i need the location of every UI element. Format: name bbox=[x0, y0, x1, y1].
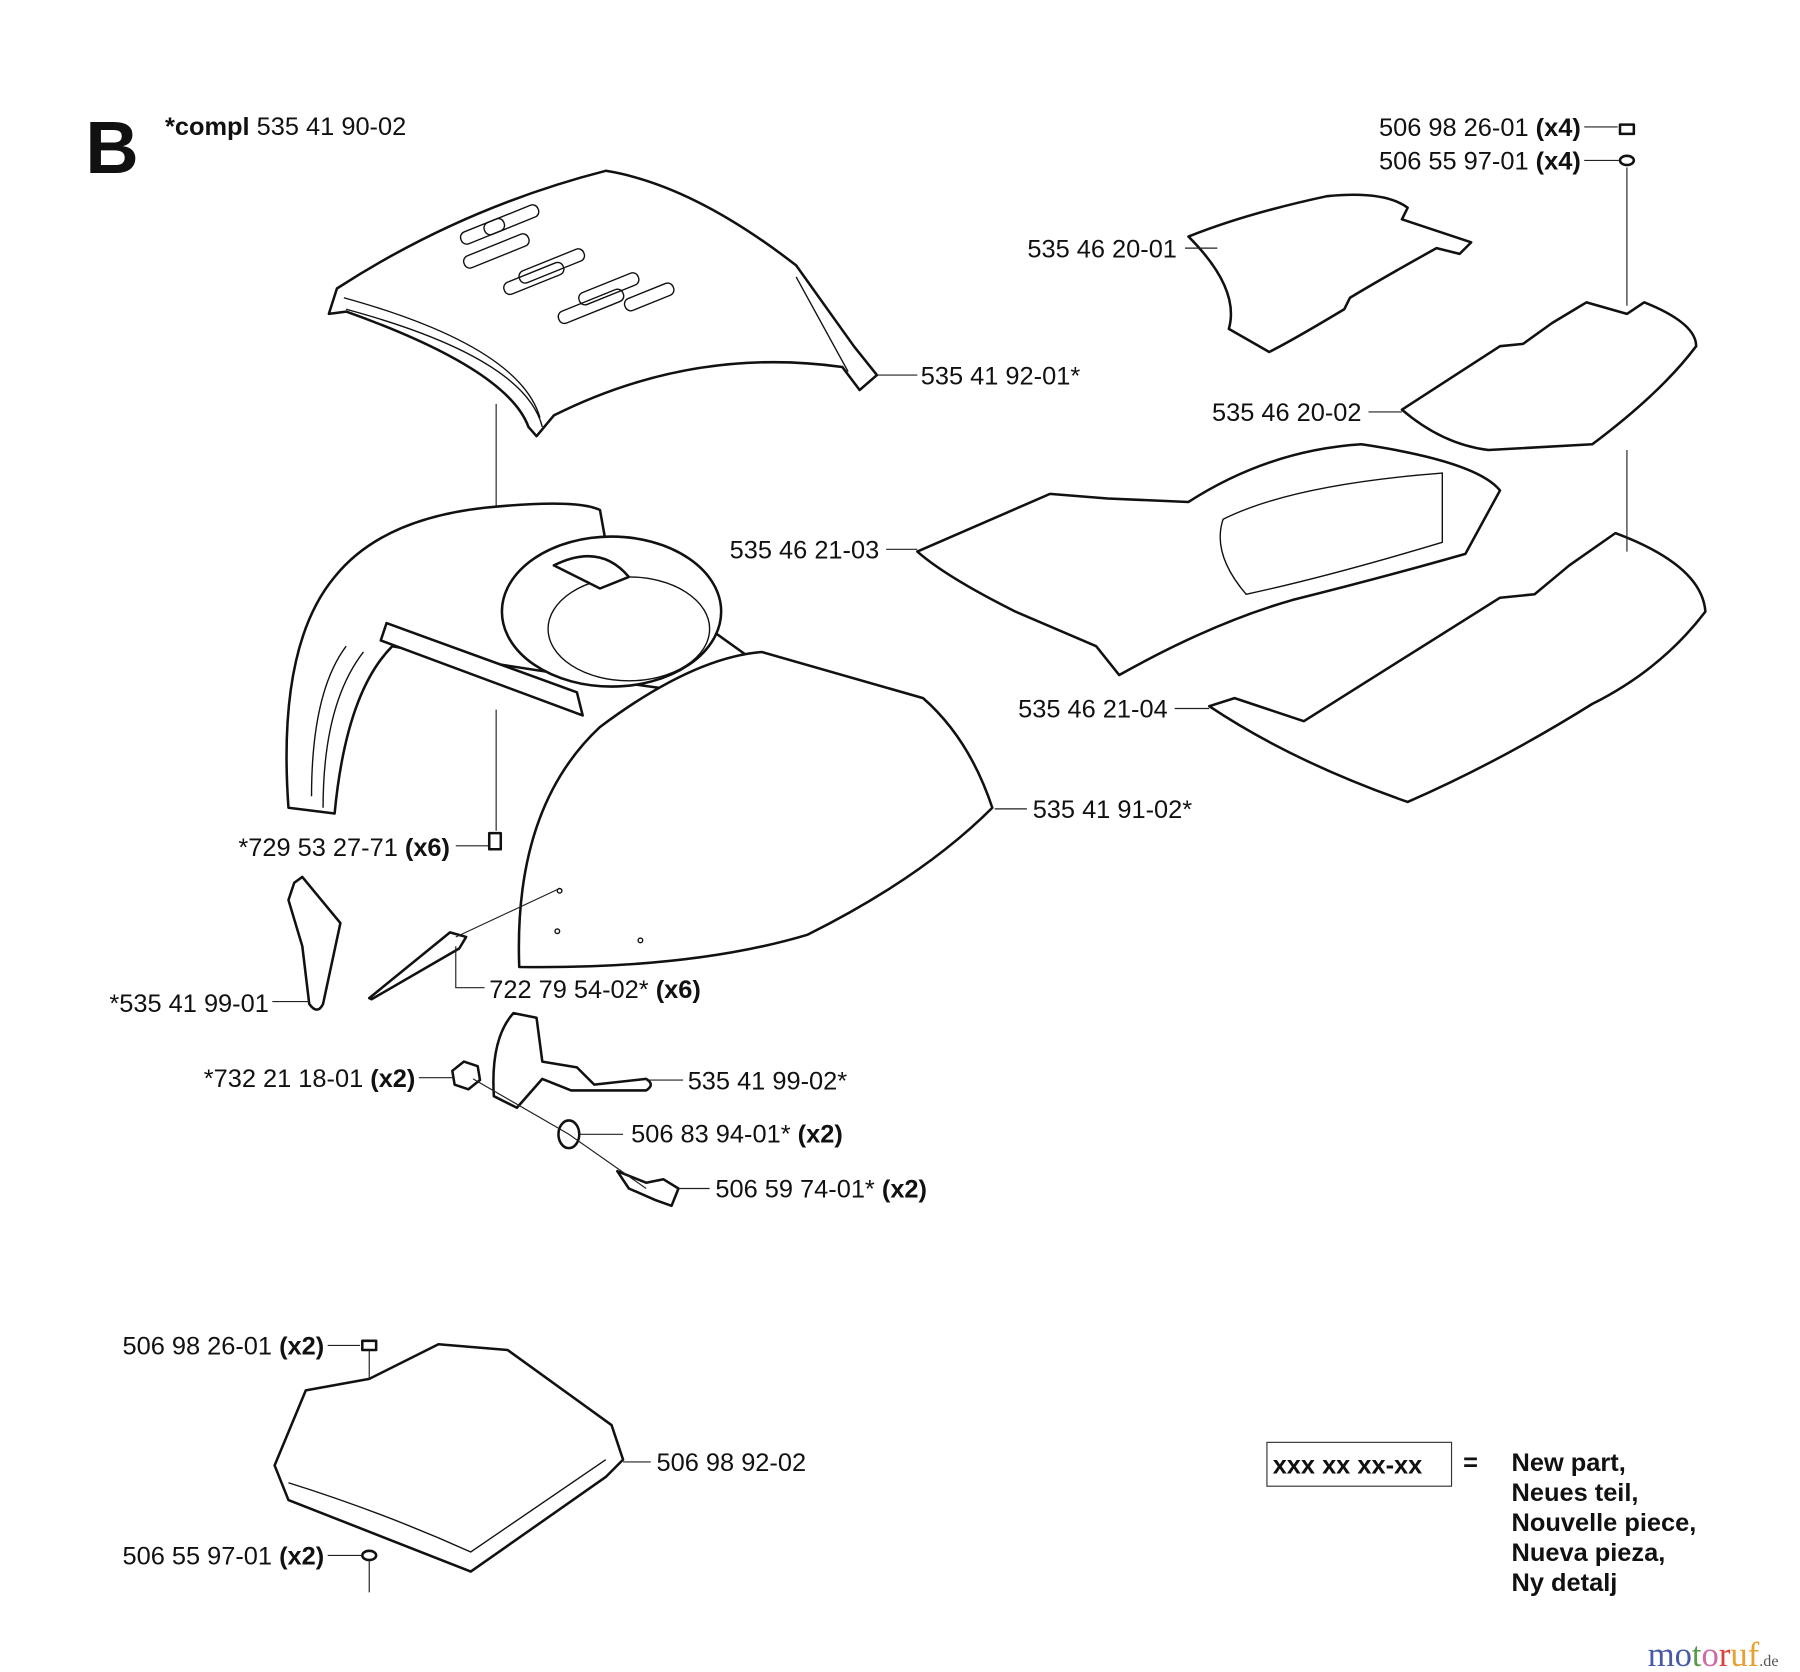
screw-icon bbox=[487, 831, 503, 851]
part-label: 506 83 94-01* (x2) bbox=[631, 1120, 843, 1148]
part-labels: 535 41 92-01* *729 53 27-71 (x6) *535 41… bbox=[109, 114, 1580, 1570]
mat-535-46-20-02 bbox=[1400, 301, 1698, 452]
legend-placeholder: xxx xx xx-xx bbox=[1273, 1452, 1423, 1480]
part-label: 535 41 91-02* bbox=[1033, 796, 1193, 824]
part-label: 506 98 92-02 bbox=[657, 1449, 807, 1477]
bracket-right bbox=[492, 1011, 653, 1109]
legend-line: Nouvelle piece, bbox=[1512, 1509, 1697, 1537]
part-label: 506 59 74-01* (x2) bbox=[715, 1176, 927, 1204]
legend-line: New part, bbox=[1512, 1449, 1626, 1477]
part-label: *535 41 99-01 bbox=[109, 990, 268, 1018]
screw-icon bbox=[361, 1339, 378, 1352]
nut-icon bbox=[451, 1060, 482, 1091]
box-cover bbox=[273, 1342, 625, 1573]
part-label: 535 41 99-02* bbox=[688, 1067, 848, 1095]
front-cover bbox=[517, 650, 994, 969]
mat-535-46-20-01 bbox=[1187, 193, 1473, 354]
legend-box bbox=[1266, 1441, 1453, 1487]
legend: xxx xx xx-xx = New part, Neues teil, Nou… bbox=[1266, 1441, 1697, 1597]
part-label: *732 21 18-01 (x2) bbox=[204, 1065, 416, 1093]
legend-line: Neues teil, bbox=[1512, 1479, 1639, 1507]
legend-line: Nueva pieza, bbox=[1512, 1539, 1666, 1567]
watermark-logo: motoruf.de bbox=[1648, 1636, 1779, 1672]
screw-icon bbox=[1618, 123, 1636, 136]
section-letter: B bbox=[85, 106, 138, 189]
part-label: 506 55 97-01 (x4) bbox=[1379, 148, 1581, 176]
part-label: 506 98 26-01 (x2) bbox=[122, 1333, 324, 1361]
fender-body bbox=[285, 502, 752, 815]
part-label: 535 46 21-03 bbox=[730, 537, 880, 565]
part-label: 506 55 97-01 (x2) bbox=[122, 1543, 324, 1571]
mat-535-46-21-03 bbox=[916, 442, 1502, 677]
washer-icon bbox=[361, 1549, 378, 1562]
rivet bbox=[367, 931, 468, 1001]
part-label: 535 46 21-04 bbox=[1018, 696, 1168, 724]
part-label: 535 46 20-02 bbox=[1212, 399, 1362, 427]
part-label: 722 79 54-02* (x6) bbox=[489, 976, 701, 1004]
complete-assembly-label: *compl 535 41 90-02 bbox=[165, 113, 406, 141]
mat-535-46-21-04 bbox=[1207, 531, 1707, 804]
washer-icon bbox=[1618, 154, 1636, 167]
bolt-icon bbox=[616, 1169, 680, 1208]
part-label: 535 46 20-01 bbox=[1027, 235, 1177, 263]
legend-equals: = bbox=[1463, 1449, 1478, 1477]
part-label: 535 41 92-01* bbox=[921, 362, 1081, 390]
legend-line: Ny detalj bbox=[1512, 1569, 1618, 1597]
hood-top-cover bbox=[327, 169, 879, 438]
bracket-left bbox=[287, 875, 342, 1011]
part-label: *729 53 27-71 (x6) bbox=[238, 834, 450, 862]
part-label: 506 98 26-01 (x4) bbox=[1379, 114, 1581, 142]
